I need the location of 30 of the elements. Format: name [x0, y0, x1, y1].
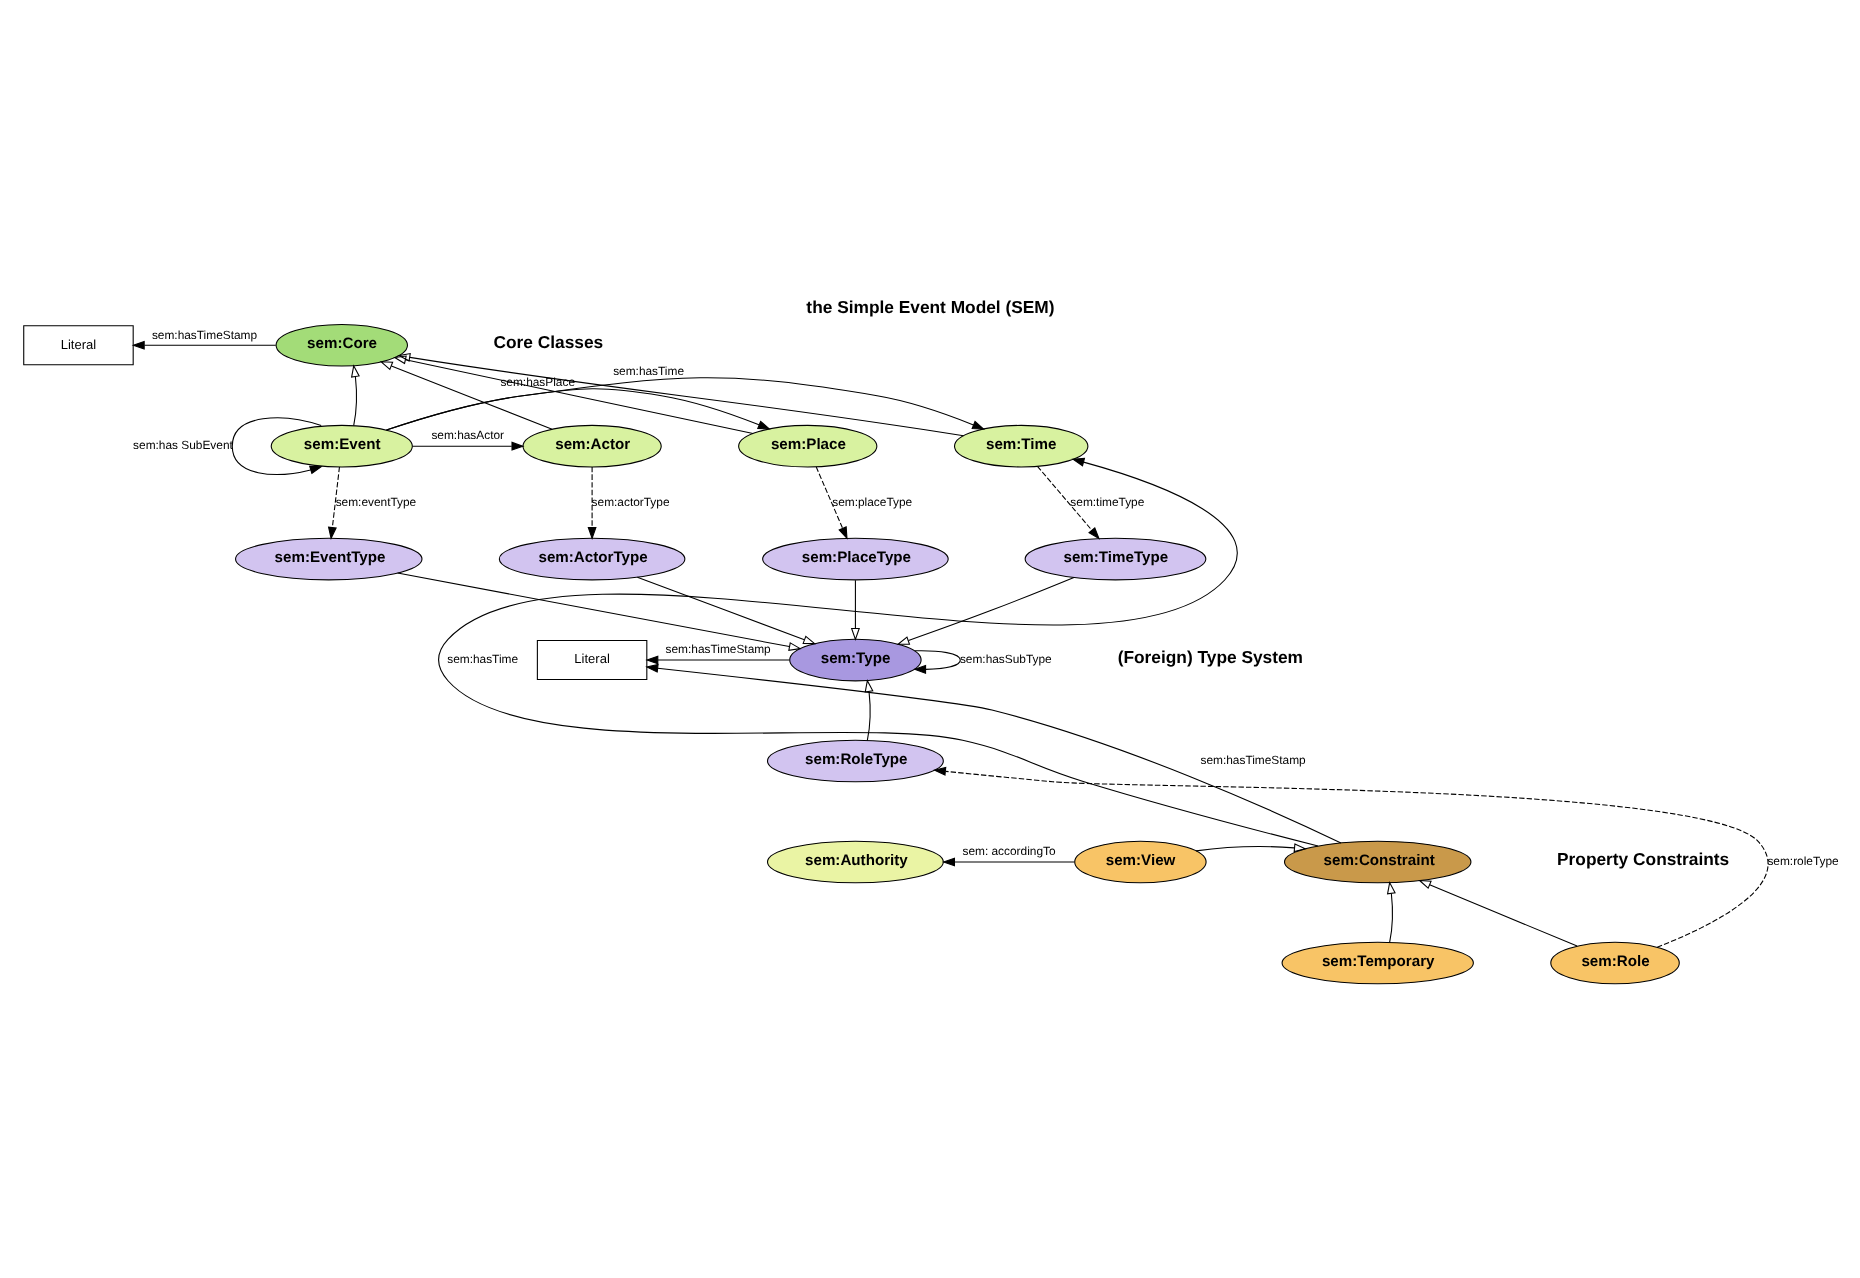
- arrow: [396, 351, 964, 436]
- arrow: [814, 465, 847, 539]
- arrow: [410, 440, 524, 450]
- arrow: [1417, 878, 1577, 946]
- arrow: [349, 363, 359, 426]
- arrow: [1036, 465, 1099, 539]
- arrow: [912, 649, 960, 673]
- arrow: [384, 376, 985, 430]
- arrow: [849, 578, 859, 640]
- arrow: [1385, 880, 1395, 942]
- arrow: [130, 339, 276, 349]
- arrow: [326, 465, 339, 539]
- arrow: [1194, 842, 1306, 852]
- arrow: [437, 456, 1318, 846]
- arrow: [635, 575, 816, 644]
- arrow: [392, 354, 753, 434]
- label: Core Classes: [492, 331, 603, 352]
- arrow: [230, 416, 322, 474]
- arrow: [895, 575, 1074, 644]
- arrow: [931, 765, 1768, 947]
- label: (Foreign) Type System: [1116, 646, 1302, 667]
- arrow: [644, 662, 1341, 843]
- arrow: [586, 465, 596, 539]
- arrow: [863, 678, 873, 740]
- arrow: [378, 360, 552, 429]
- label: Property Constraints: [1556, 848, 1729, 869]
- arrow: [941, 856, 1074, 866]
- arrow: [644, 654, 789, 664]
- diagram-title: the Simple Event Model (SEM): [805, 296, 1054, 317]
- arrow: [396, 571, 801, 650]
